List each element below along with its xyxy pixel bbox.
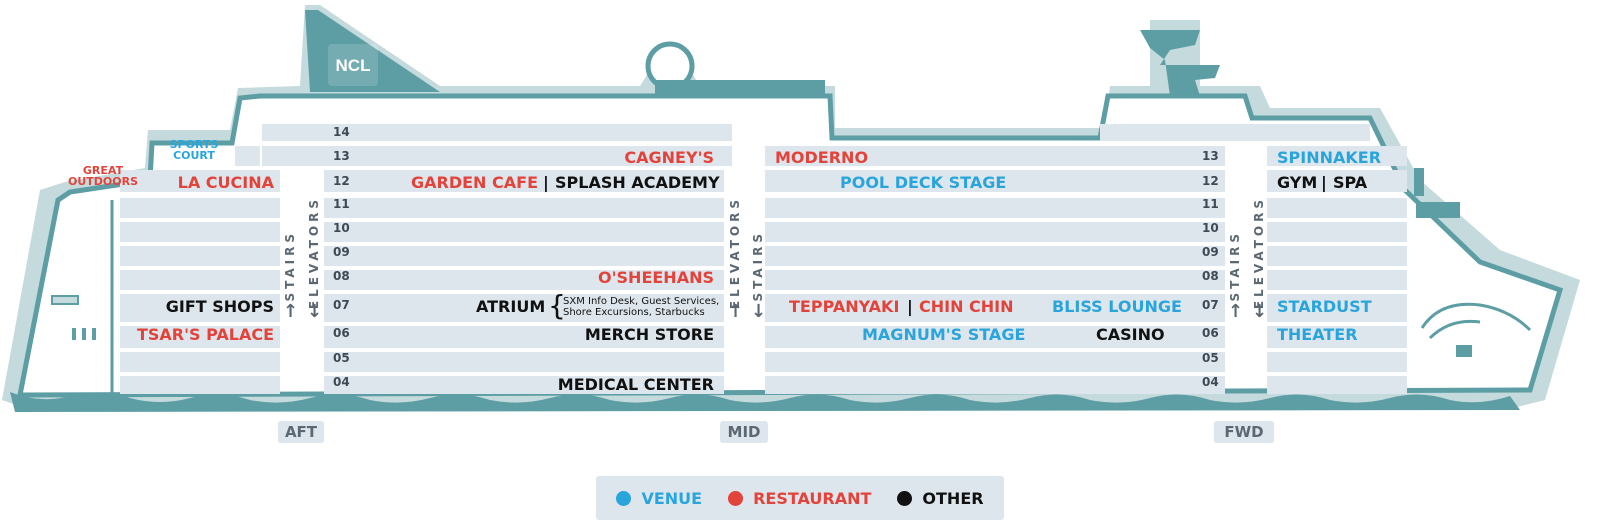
- section-mid: MID: [720, 421, 768, 443]
- mid-stairs-label: STAIRS: [751, 230, 765, 302]
- deck-number: 04: [1202, 375, 1219, 389]
- ncl-logo: NCL: [336, 56, 371, 75]
- down-arrow-icon: ↓: [307, 301, 323, 322]
- fwd-up-arrow-icon: ↑: [1228, 301, 1244, 322]
- stern-marks: [72, 328, 96, 340]
- anchor-mark: [1456, 345, 1472, 357]
- moderno-label: MODERNO: [775, 148, 869, 167]
- deck-number: 08: [1202, 269, 1219, 283]
- venue-dot-icon: [616, 490, 632, 506]
- bliss-lounge-label: BLISS LOUNGE: [1052, 297, 1182, 316]
- gym-label: GYM: [1277, 173, 1318, 192]
- legend-restaurant: RESTAURANT: [728, 489, 871, 508]
- atrium-brace: {: [548, 289, 566, 322]
- aft-stairs-label: STAIRS: [283, 230, 297, 302]
- deck-number: 05: [1202, 351, 1219, 365]
- deck-number: 09: [1202, 245, 1219, 259]
- separator-1: |: [543, 173, 549, 192]
- sports-court-label: SPORTS COURT: [169, 138, 219, 162]
- deck-number: 13: [1202, 149, 1219, 163]
- section-aft: AFT: [278, 421, 324, 443]
- deck-number: 11: [333, 197, 350, 211]
- deck-number: 07: [333, 298, 350, 312]
- legend-venue-label: VENUE: [641, 488, 703, 508]
- great-outdoors-label: GREAT OUTDOORS: [67, 164, 138, 188]
- deck-number: 10: [333, 221, 350, 235]
- separator-3: |: [1321, 173, 1327, 192]
- funnel: [305, 10, 440, 92]
- la-cucina-label: LA CUCINA: [177, 173, 274, 192]
- stardust-label: STARDUST: [1277, 297, 1372, 316]
- deck-number: 04: [333, 375, 350, 389]
- fwd-mast: [1140, 30, 1220, 96]
- funnel-logo-box: [328, 44, 378, 86]
- mid-down-arrow-icon: ↓: [751, 301, 767, 322]
- splash-academy-label: SPLASH ACADEMY: [555, 173, 720, 192]
- mid-elevators-label: ELEVATORS: [728, 196, 742, 310]
- legend-restaurant-label: RESTAURANT: [753, 488, 872, 508]
- gift-shops-label: GIFT SHOPS: [165, 297, 274, 316]
- medical-center-label: MEDICAL CENTER: [557, 375, 714, 394]
- atrium-detail-1: SXM Info Desk, Guest Services,: [563, 296, 720, 307]
- theater-label: THEATER: [1277, 325, 1358, 344]
- deck-number: 14: [333, 125, 350, 139]
- legend-venue: VENUE: [616, 489, 702, 508]
- deck-number: 11: [1202, 197, 1219, 211]
- fwd-stairs-label: STAIRS: [1228, 230, 1242, 302]
- garden-cafe-label: GARDEN CAFE: [411, 173, 538, 192]
- legend: VENUE RESTAURANT OTHER: [596, 476, 1004, 520]
- casino-label: CASINO: [1096, 325, 1165, 344]
- osheehans-label: O'SHEEHANS: [598, 268, 714, 287]
- fwd-elevators-label: ELEVATORS: [1252, 196, 1266, 310]
- deck-number: 12: [333, 174, 350, 188]
- section-fwd: FWD: [1214, 421, 1274, 443]
- cagneys-label: CAGNEY'S: [624, 148, 714, 167]
- deck-number: 05: [333, 351, 350, 365]
- atrium-detail-2: Shore Excursions, Starbucks: [563, 307, 705, 318]
- deck-number: 06: [1202, 326, 1219, 340]
- deck-number: 13: [333, 149, 350, 163]
- deck-number: 08: [333, 269, 350, 283]
- separator-2: |: [907, 297, 913, 316]
- restaurant-dot-icon: [728, 490, 744, 506]
- deck-number: 09: [333, 245, 350, 259]
- merch-store-label: MERCH STORE: [584, 325, 714, 344]
- chin-chin-label: CHIN CHIN: [919, 297, 1014, 316]
- spa-label: SPA: [1333, 173, 1368, 192]
- up-arrow-icon: ↑: [283, 301, 299, 322]
- stern-detail: [51, 295, 79, 305]
- aft-elevators-label: ELEVATORS: [307, 196, 321, 310]
- waterline: [10, 392, 1520, 412]
- deck-bands: [120, 124, 1407, 394]
- legend-other-label: OTHER: [922, 488, 984, 508]
- dome-base: [655, 80, 825, 94]
- deck-number: 06: [333, 326, 350, 340]
- legend-other: OTHER: [897, 488, 984, 508]
- deck-number: 10: [1202, 221, 1219, 235]
- tsars-palace-label: TSAR'S PALACE: [136, 325, 274, 344]
- pool-deck-stage-label: POOL DECK STAGE: [840, 173, 1007, 192]
- deck-number: 07: [1202, 298, 1219, 312]
- spinnaker-label: SPINNAKER: [1277, 148, 1382, 167]
- atrium-label: ATRIUM: [476, 297, 546, 316]
- bow-wave-icon: [1420, 302, 1532, 340]
- deck-number: 12: [1202, 174, 1219, 188]
- magnums-stage-label: MAGNUM'S STAGE: [862, 325, 1026, 344]
- mid-up-arrow-icon: ↑: [728, 301, 744, 322]
- bridge-windows: [1414, 168, 1460, 218]
- other-dot-icon: [897, 490, 913, 506]
- fwd-down-arrow-icon: ↓: [1252, 301, 1268, 322]
- teppanyaki-label: TEPPANYAKI: [789, 297, 900, 316]
